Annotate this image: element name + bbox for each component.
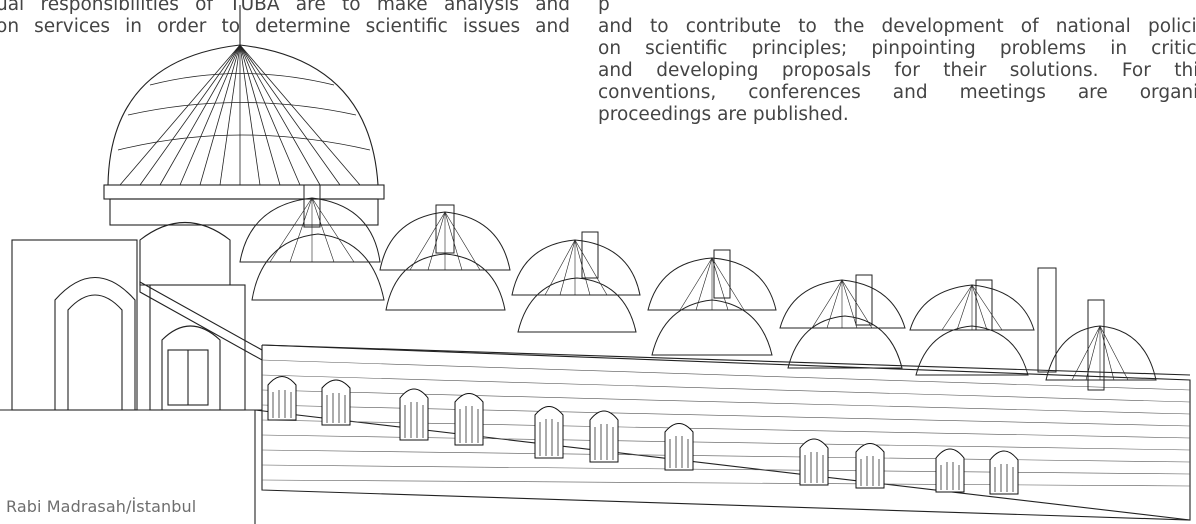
left-text-line: ual responsibilities of TÜBA are to make…: [0, 0, 570, 15]
right-text-line: and to contribute to the development of …: [598, 16, 1196, 37]
right-text-line: proceedings are published.: [598, 104, 849, 125]
left-text-line: on services in order to determine scient…: [0, 16, 570, 37]
image-caption: Rabi Madrasah/İstanbul: [6, 497, 197, 516]
right-text-line: and developing proposals for their solut…: [598, 60, 1196, 81]
right-text-line: on scientific principles; pinpointing pr…: [598, 38, 1196, 59]
left-text-column: ual responsibilities of TÜBA are to make…: [0, 0, 570, 38]
right-text-column: p and to contribute to the development o…: [598, 0, 1196, 126]
right-text-line: conventions, conferences and meetings ar…: [598, 82, 1196, 103]
right-text-line: p: [598, 0, 610, 15]
